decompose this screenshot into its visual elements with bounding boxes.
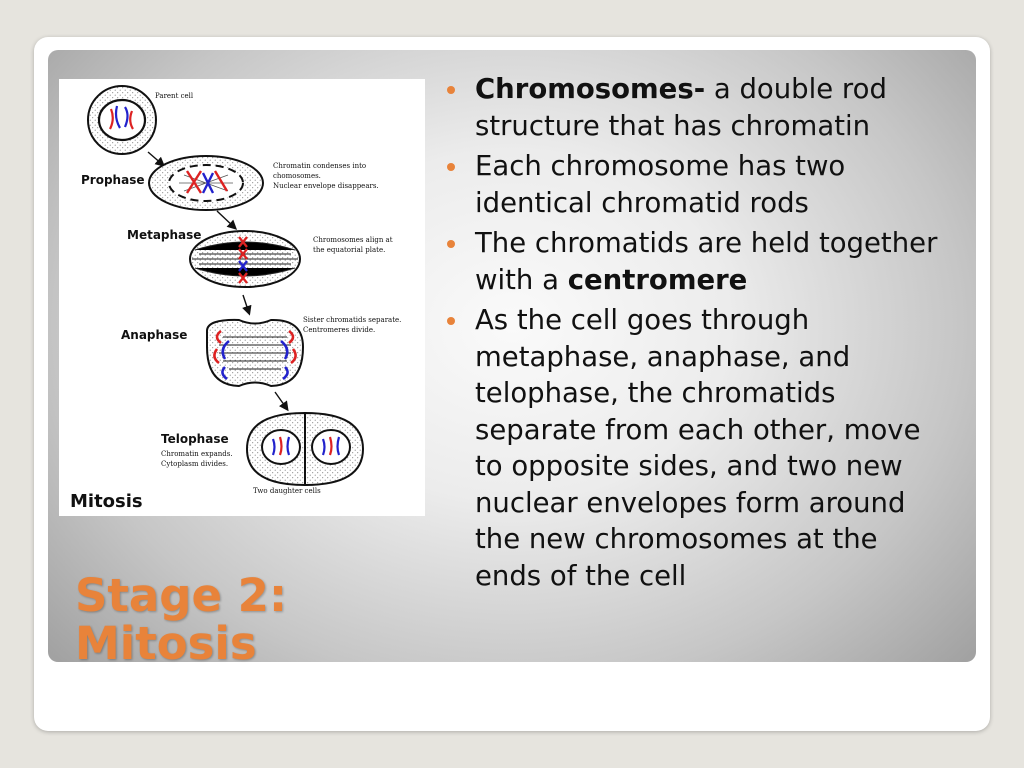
prophase-label: Prophase (81, 173, 144, 187)
metaphase-label: Metaphase (127, 228, 201, 242)
bullet-text: As the cell goes through metaphase, anap… (475, 304, 921, 592)
bullet-term: centromere (567, 263, 748, 296)
parent-cell-label: Parent cell (155, 92, 194, 100)
daughter-cells-label: Two daughter cells (253, 487, 321, 495)
prophase-cell (148, 155, 264, 211)
bullet-item: As the cell goes through metaphase, anap… (447, 302, 947, 594)
slide-title: Stage 2: Mitosis (75, 572, 435, 668)
telophase-label: Telophase (161, 432, 229, 446)
mitosis-diagram: Parent cell Prophase Chromatin condenses… (59, 79, 425, 516)
prophase-note-3: Nuclear envelope disappears. (273, 182, 379, 190)
anaphase-cell (206, 318, 305, 388)
bullet-dot-icon (447, 240, 455, 248)
bullet-text: The chromatids are held together with a (475, 227, 938, 296)
metaphase-note-1: Chromosomes align at (313, 236, 393, 244)
metaphase-note-2: the equatorial plate. (313, 246, 385, 254)
bullet-list: Chromosomes- a double rod structure that… (447, 71, 947, 598)
metaphase-cell (189, 230, 301, 288)
bullet-dot-icon (447, 317, 455, 325)
anaphase-note-1: Sister chromatids separate. (303, 316, 401, 324)
bullet-text: a double rod structure that has chromati… (475, 73, 887, 142)
bullet-dot-icon (447, 86, 455, 94)
telophase-note-1: Chromatin expands. (161, 450, 233, 458)
bullet-item: Chromosomes- a double rod structure that… (447, 71, 947, 144)
bullet-term: Chromosomes- (475, 73, 706, 105)
prophase-note-2: chomosomes. (273, 172, 321, 180)
bullet-dot-icon (447, 163, 455, 171)
daughter-cells (245, 411, 365, 487)
slide-title-line-1: Stage 2: (75, 569, 287, 622)
prophase-note-1: Chromatin condenses into (273, 162, 366, 170)
anaphase-note-2: Centromeres divide. (303, 326, 375, 334)
telophase-note-2: Cytoplasm divides. (161, 460, 228, 468)
anaphase-label: Anaphase (121, 328, 187, 342)
diagram-title: Mitosis (70, 491, 143, 512)
bullet-text: Each chromosome has two identical chroma… (475, 150, 846, 219)
slide-title-line-2: Mitosis (75, 617, 257, 670)
bullet-item: Each chromosome has two identical chroma… (447, 148, 947, 221)
parent-cell (87, 85, 157, 155)
bullet-item: The chromatids are held together with a … (447, 225, 947, 298)
